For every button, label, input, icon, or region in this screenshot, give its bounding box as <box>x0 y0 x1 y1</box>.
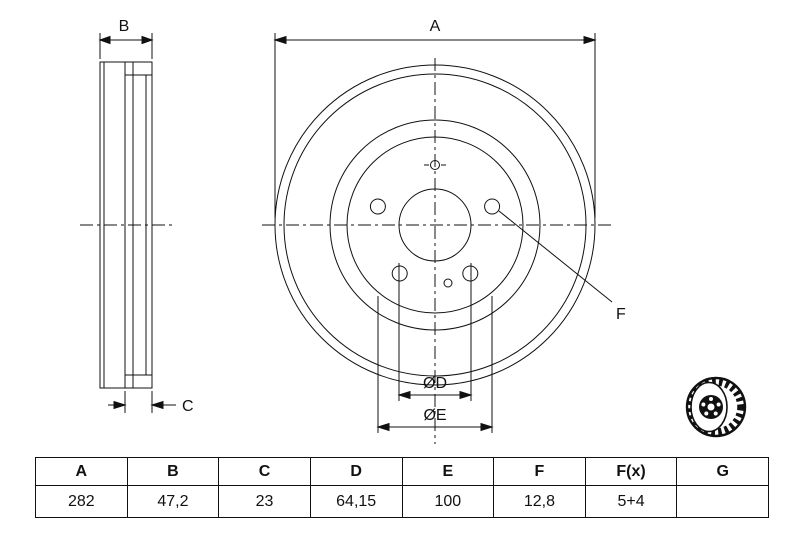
pictogram-hatched-rim <box>687 378 745 436</box>
spec-value-b: 47,2 <box>126 485 220 518</box>
spec-table-value-row: 282 47,2 23 64,15 100 12,8 5+4 <box>35 485 769 518</box>
spec-value-g <box>676 485 769 518</box>
bolt-hole <box>484 198 501 215</box>
spec-header-f: F <box>493 457 586 486</box>
spec-header-a: A <box>35 457 128 486</box>
dim-e-arrow-left <box>376 422 390 432</box>
dim-a-arrow-left <box>273 35 287 45</box>
pictogram-center-bore <box>706 402 716 412</box>
spec-header-e: E <box>401 457 495 486</box>
dim-e-arrow-right <box>480 422 494 432</box>
dim-c-arrow-right <box>150 400 164 410</box>
brake-disc-pictogram-icon <box>685 376 747 438</box>
spec-value-e: 100 <box>401 485 495 518</box>
dimension-b: B <box>98 18 154 59</box>
dim-b-arrow-left <box>98 35 111 45</box>
dimension-c: C <box>108 391 194 415</box>
spec-table: A B C D E F F(x) G 282 47,2 23 64,15 100… <box>35 457 769 518</box>
brake-disc-technical-drawing: A B C ØD ØE F <box>80 18 747 444</box>
front-view <box>262 58 612 444</box>
pictogram-bolt-dot <box>713 411 718 416</box>
dim-a-label: A <box>430 18 441 35</box>
spec-value-f: 12,8 <box>493 485 586 518</box>
dim-d-label: ØD <box>423 375 447 392</box>
spec-header-d: D <box>309 457 403 486</box>
pictogram-bolt-dot <box>701 402 706 407</box>
spec-header-b: B <box>126 457 220 486</box>
pictogram-bolt-dot <box>709 397 713 401</box>
pictogram-bolt-dot <box>716 402 721 407</box>
spec-header-fx: F(x) <box>584 457 678 486</box>
spec-header-g: G <box>676 457 769 486</box>
dimension-d: ØD <box>397 263 473 401</box>
dim-d-arrow-left <box>397 390 411 400</box>
dim-c-arrow-left <box>113 400 127 410</box>
dim-b-arrow-right <box>141 35 154 45</box>
dimension-a: A <box>273 18 597 218</box>
dim-a-arrow-right <box>583 35 597 45</box>
dimension-e: ØE <box>376 296 494 433</box>
dim-b-label: B <box>119 18 130 35</box>
dim-e-label: ØE <box>423 407 446 424</box>
spec-table-header-row: A B C D E F F(x) G <box>35 457 769 486</box>
bolt-hole <box>462 265 479 282</box>
pictogram-bolt-dot <box>704 411 709 416</box>
bolt-hole <box>391 265 408 282</box>
dim-c-label: C <box>182 398 194 415</box>
spec-value-a: 282 <box>35 485 128 518</box>
dim-f-label: F <box>616 306 626 323</box>
spec-value-d: 64,15 <box>309 485 403 518</box>
locating-hole <box>443 278 453 288</box>
spec-header-c: C <box>218 457 311 486</box>
bolt-hole <box>369 198 386 215</box>
drawing-canvas: A B C ØD ØE F <box>80 18 747 444</box>
callout-f-leader-line <box>498 210 613 303</box>
callout-f: F <box>498 210 626 323</box>
side-view <box>80 61 172 389</box>
spec-value-c: 23 <box>218 485 311 518</box>
spec-value-fx: 5+4 <box>584 485 678 518</box>
dim-d-arrow-right <box>459 390 473 400</box>
